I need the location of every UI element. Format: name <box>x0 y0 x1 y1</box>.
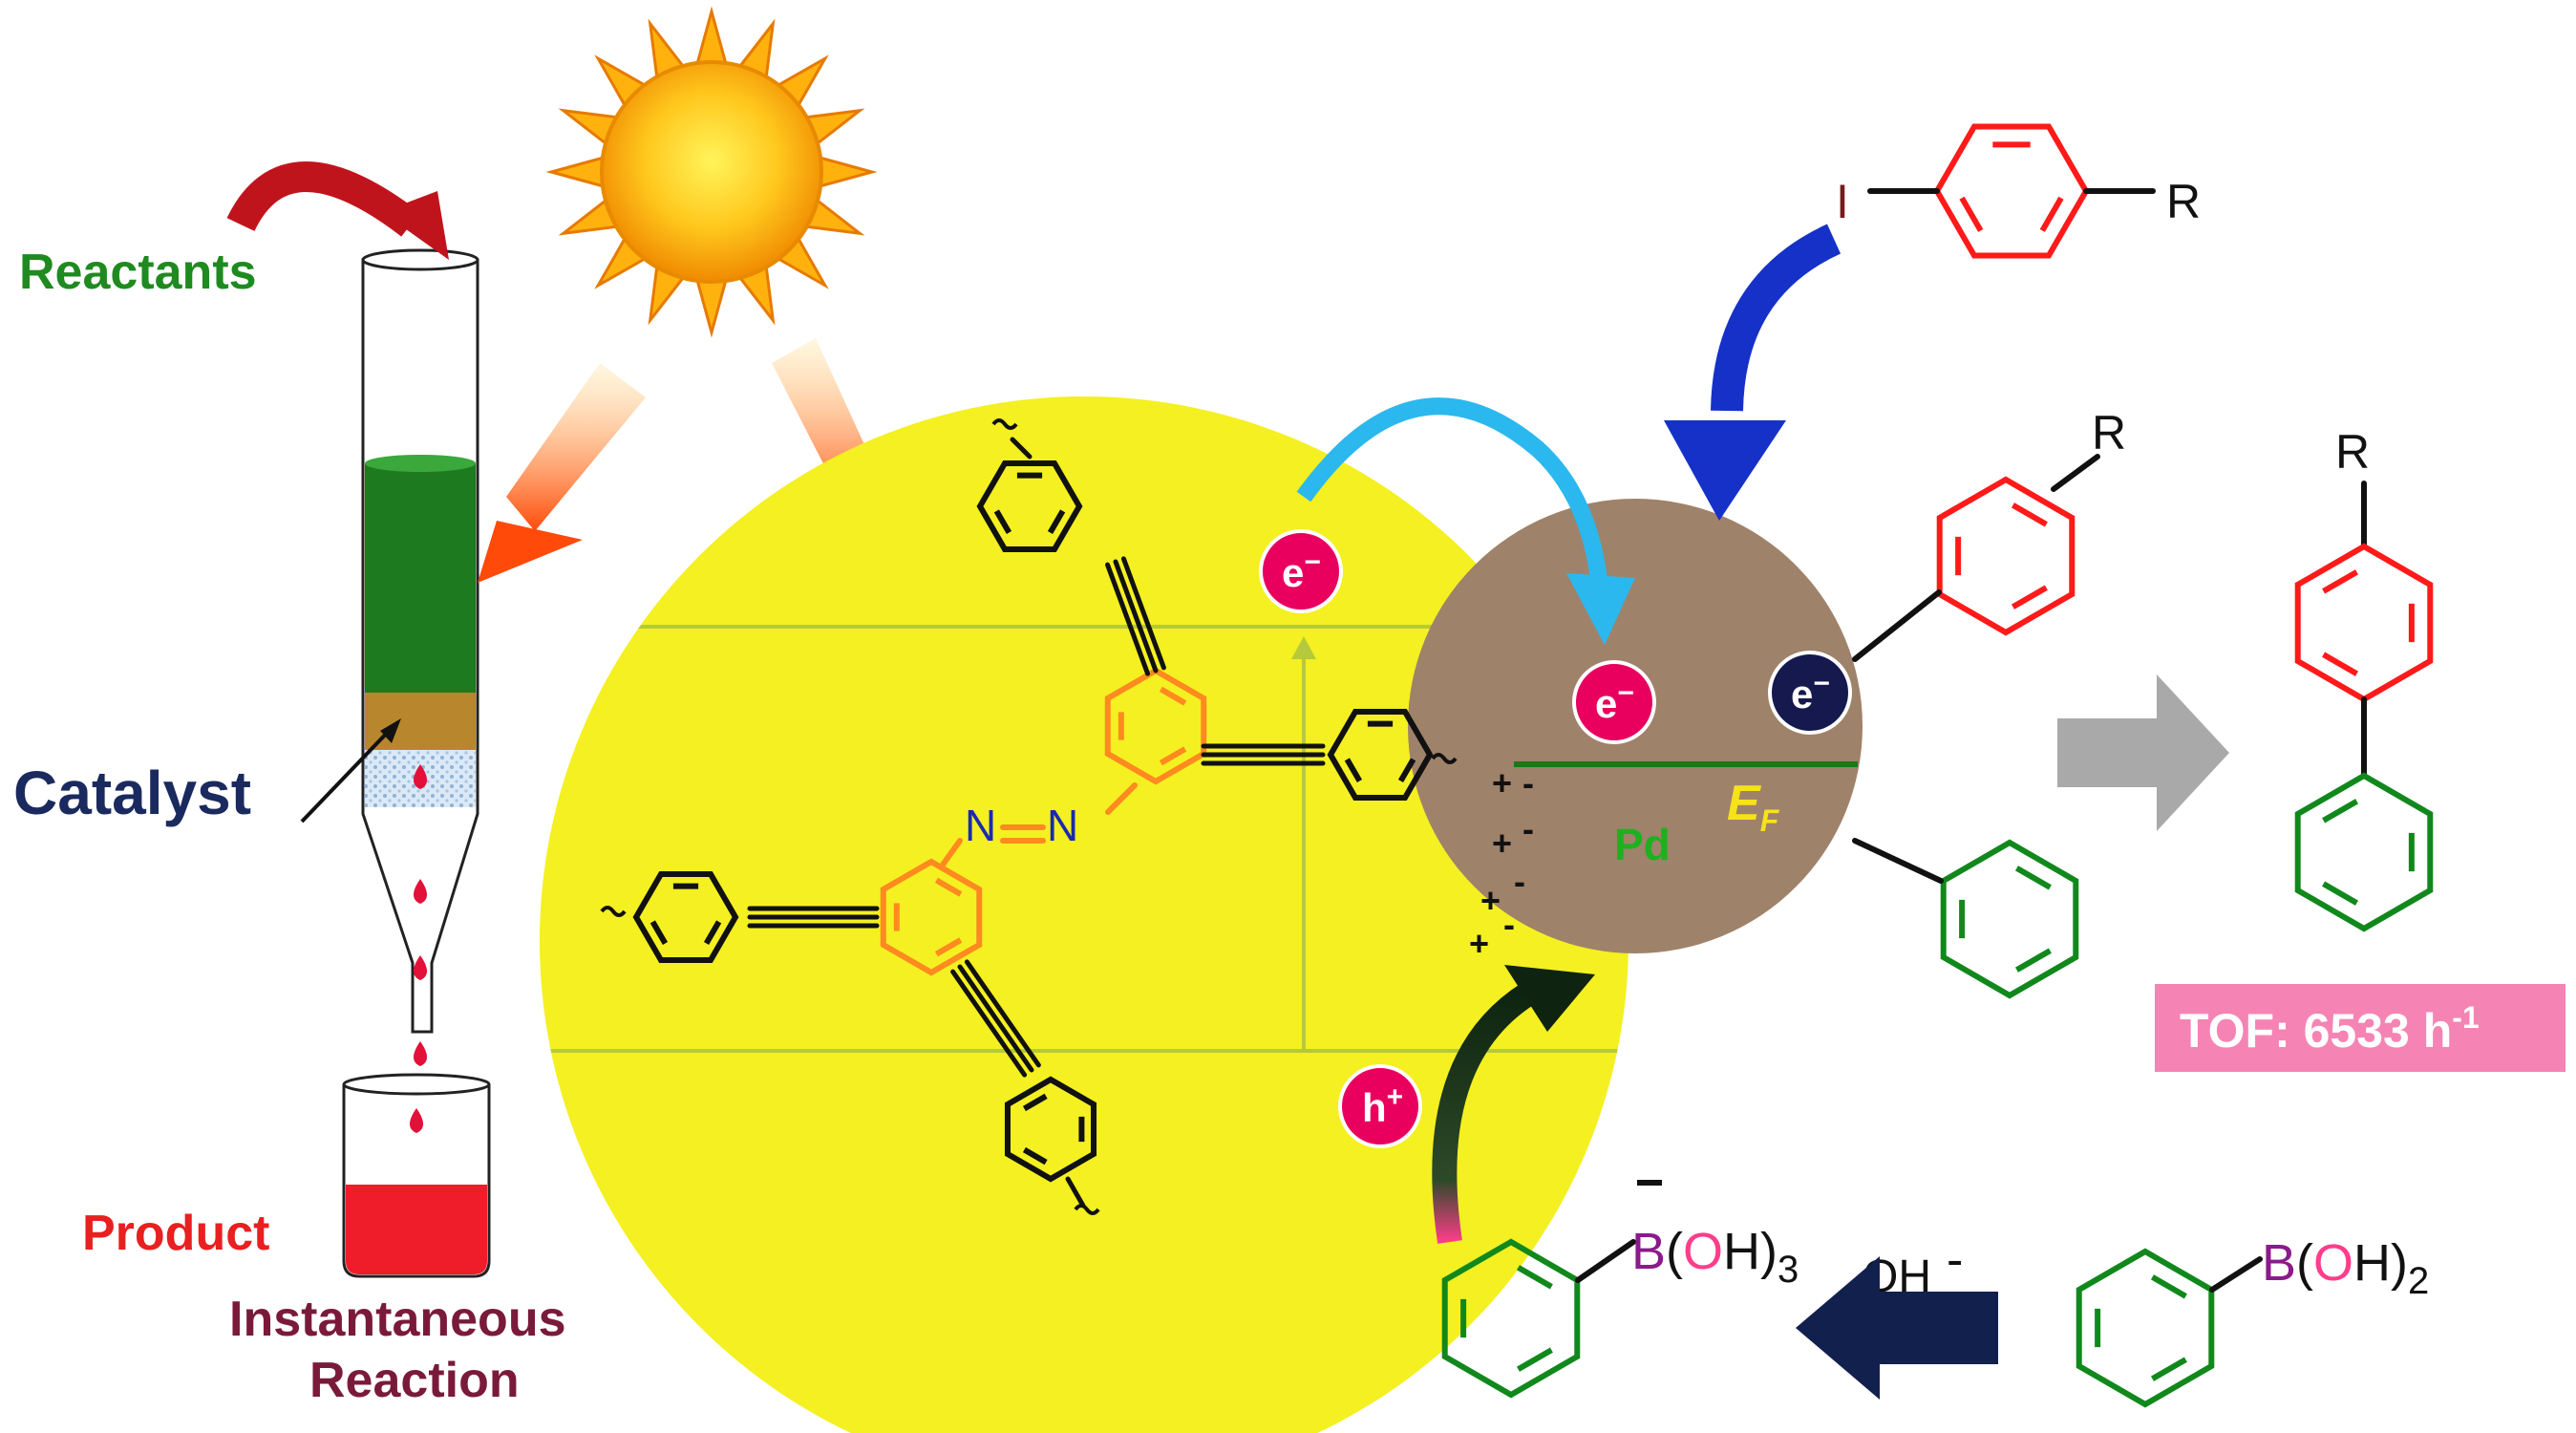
core-ring-lower <box>880 858 983 976</box>
svg-text:e−: e− <box>1282 546 1321 595</box>
r-label-pd-aryl: R <box>2092 406 2126 460</box>
reactants-label: Reactants <box>19 245 257 300</box>
arm-ring-bottom <box>1004 1076 1097 1183</box>
azo-n1: N <box>965 801 996 850</box>
hole-vb: h+ <box>1338 1064 1422 1148</box>
electron-cb: e− <box>1259 529 1343 613</box>
svg-text:e−: e− <box>1791 668 1830 716</box>
pd-aryl-ring <box>1936 476 2076 636</box>
product-label: Product <box>82 1206 269 1261</box>
sun-icon <box>545 6 878 338</box>
azo-n2: N <box>1047 801 1078 850</box>
arm-ring-top <box>976 460 1083 553</box>
svg-text:+: + <box>1480 881 1501 920</box>
svg-text:+: + <box>1492 823 1512 863</box>
arm-ring-right <box>1327 708 1434 802</box>
biphenyl-ring-top <box>2294 543 2434 703</box>
svg-text:-: - <box>1522 763 1534 802</box>
svg-text:e−: e− <box>1595 677 1634 726</box>
core-ring-upper <box>1104 667 1207 785</box>
caption-line2: Reaction <box>309 1353 520 1408</box>
svg-text:h+: h+ <box>1362 1081 1403 1130</box>
base-arrow <box>1796 1256 1998 1400</box>
svg-text:B(OH)2: B(OH)2 <box>2262 1234 2429 1302</box>
svg-text:-: - <box>1522 809 1534 848</box>
svg-text:B(OH)3: B(OH)3 <box>1631 1223 1799 1291</box>
boronic-phenyl-ring <box>2076 1248 2215 1408</box>
iodine-label: I <box>1836 175 1849 228</box>
block-arrow-icon <box>2057 674 2229 831</box>
boronate-arrow <box>1432 965 1595 1244</box>
r-label-biphenyl: R <box>2335 425 2370 479</box>
electron-transfer-arrow <box>1296 397 1635 645</box>
molecular-structures <box>600 123 2434 1408</box>
electron-pd: e− <box>1572 660 1656 744</box>
interface-charges: + - + - + - + - <box>1469 763 1534 963</box>
tof-badge: TOF: 6533 h-1 <box>2155 984 2565 1072</box>
arm-ring-left <box>632 870 739 964</box>
iodoarene-ring <box>1933 123 2090 259</box>
pd-label: Pd <box>1614 820 1671 869</box>
fermi-label: EF <box>1727 776 1780 838</box>
light-ray-left <box>478 363 646 583</box>
caption-line1: Instantaneous <box>229 1292 566 1347</box>
boronate-label: B(OH)3 <box>1631 1180 1799 1291</box>
beaker-icon <box>342 1073 491 1278</box>
svg-text:+: + <box>1492 763 1512 802</box>
boronic-acid-label: B(OH)2 <box>2262 1234 2429 1302</box>
svg-text:TOF: 6533 h-1: TOF: 6533 h-1 <box>2180 1000 2480 1058</box>
curved-arrow-icon <box>226 161 449 260</box>
svg-text:-: - <box>1503 905 1515 944</box>
iodoarene-arrow <box>1664 224 1842 521</box>
column-icon <box>361 248 479 1066</box>
semiconductor-particle <box>540 396 1629 1433</box>
pd-phenyl-ring <box>1940 839 2079 999</box>
catalyst-label: Catalyst <box>13 759 251 827</box>
svg-text:-: - <box>1514 862 1525 901</box>
electron-pd-dark: e− <box>1768 651 1852 735</box>
svg-text:+: + <box>1469 924 1489 963</box>
r-label-iodoarene: R <box>2166 175 2201 228</box>
biphenyl-ring-bottom <box>2294 772 2434 932</box>
